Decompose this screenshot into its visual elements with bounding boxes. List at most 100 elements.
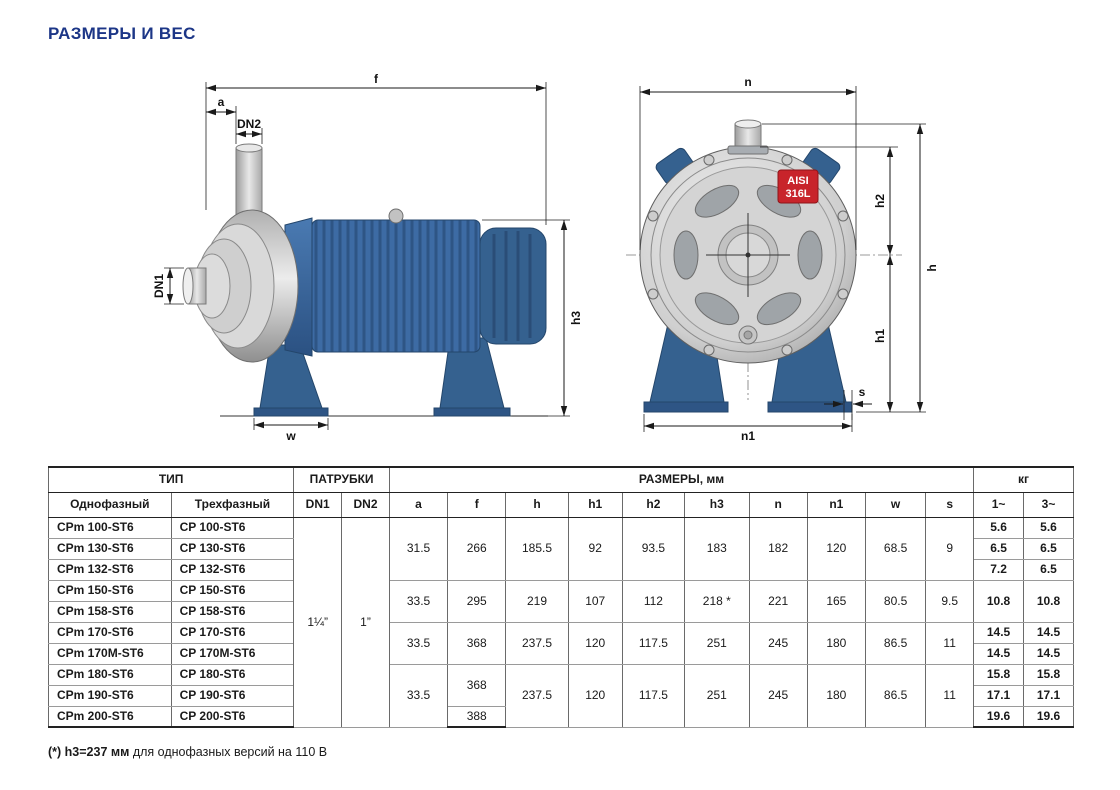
- header-n1: n1: [806, 491, 866, 518]
- dim-label-h3: h3: [569, 311, 580, 325]
- cell-dim-h2: 93.5: [621, 516, 686, 581]
- cell-dim-h3: 218 *: [684, 579, 750, 623]
- cell-kg1: 10.8: [973, 579, 1024, 623]
- header-n: n: [748, 491, 808, 518]
- drain-plug: [738, 325, 758, 345]
- hub: [706, 213, 790, 297]
- header-weight-group: кг: [973, 466, 1074, 493]
- cell-model-single: CPm 200-ST6: [48, 705, 172, 728]
- header-dn1: DN1: [293, 491, 343, 518]
- pump-head: [182, 209, 299, 363]
- cell-kg1: 14.5: [973, 642, 1024, 665]
- dimension-n1: n1: [643, 414, 853, 442]
- aisi-badge-line1: AISI: [787, 175, 808, 187]
- cell-dim-n: 245: [748, 621, 808, 665]
- cell-model-three: CP 130-ST6: [170, 537, 295, 560]
- cell-dim-h1: 120: [567, 621, 623, 665]
- dimension-w: w: [253, 418, 329, 442]
- cell-dim-w: 80.5: [864, 579, 927, 623]
- table-row: CPm 132-ST6 CP 132-ST6 7.2 6.5: [48, 558, 1075, 581]
- motor-body: [311, 208, 547, 353]
- table-row: CPm 130-ST6 CP 130-ST6 6.5 6.5: [48, 537, 1075, 560]
- cell-kg1: 17.1: [973, 684, 1024, 707]
- dimensions-table: ТИП ПАТРУБКИ РАЗМЕРЫ, мм кг Однофазный Т…: [47, 466, 1075, 728]
- cell-dim-h1: 107: [567, 579, 623, 623]
- cell-dim-f: 295: [447, 579, 507, 623]
- cell-dim-h: 237.5: [505, 663, 569, 728]
- cell-dim-h2: 117.5: [621, 663, 686, 728]
- bracket-tabs: [655, 147, 841, 185]
- cell-dim-s: 9: [925, 516, 975, 581]
- cell-model-three: CP 132-ST6: [170, 558, 295, 581]
- footnote: (*) h3=237 мм для однофазных версий на 1…: [48, 745, 327, 759]
- table-row: CPm 150-ST6 CP 150-ST6 33.5 295 219 107 …: [48, 579, 1075, 623]
- cell-dim-n: 182: [748, 516, 808, 581]
- cell-model-three: CP 190-ST6: [170, 684, 295, 707]
- dim-label-h1: h1: [873, 329, 887, 343]
- cell-model-three: CP 100-ST6: [170, 516, 295, 539]
- cell-model-three: CP 170-ST6: [170, 621, 295, 644]
- cell-dim-w: 86.5: [864, 663, 927, 728]
- cell-model-single: CPm 100-ST6: [48, 516, 172, 539]
- cell-dim-h3: 251: [684, 663, 750, 728]
- cell-kg1: 5.6: [973, 516, 1024, 539]
- cell-model-single: CPm 170M-ST6: [48, 642, 172, 665]
- header-h2: h2: [621, 491, 686, 518]
- cell-model-three: CP 158-ST6: [170, 600, 295, 623]
- pump-side-view-drawing: f a DN2 DN1 h3: [152, 72, 580, 442]
- dim-label-dn2: DN2: [237, 117, 261, 131]
- dimension-h1: h1: [873, 255, 894, 412]
- header-ports-group: ПАТРУБКИ: [293, 466, 390, 493]
- cell-model-single: CPm 190-ST6: [48, 684, 172, 707]
- cell-model-three: CP 150-ST6: [170, 579, 295, 602]
- dim-label-f: f: [374, 72, 379, 86]
- cell-kg1: 6.5: [973, 537, 1024, 560]
- cell-dim-n1: 120: [806, 516, 866, 581]
- header-kg3: 3~: [1022, 491, 1075, 518]
- cell-kg1: 15.8: [973, 663, 1024, 686]
- cell-dim-h2: 117.5: [621, 621, 686, 665]
- page-title: РАЗМЕРЫ И ВЕС: [48, 24, 196, 43]
- cell-dn1: 1¼”: [293, 516, 343, 728]
- cell-dim-n: 245: [748, 663, 808, 728]
- dim-label-dn1: DN1: [152, 274, 166, 298]
- bolts: [647, 154, 849, 356]
- footnote-bold: (*) h3=237 мм: [48, 745, 130, 759]
- cell-dim-a: 33.5: [388, 663, 449, 728]
- cell-dim-n1: 180: [806, 663, 866, 728]
- cell-dim-h3: 251: [684, 621, 750, 665]
- cell-kg3: 6.5: [1022, 558, 1075, 581]
- dimension-dn1: DN1: [152, 267, 184, 305]
- header-dims-group: РАЗМЕРЫ, мм: [388, 466, 975, 493]
- dim-label-h2: h2: [873, 194, 887, 208]
- cell-dim-w: 86.5: [864, 621, 927, 665]
- dimension-dn2: DN2: [236, 117, 263, 144]
- cell-dim-h3: 183: [684, 516, 750, 581]
- cell-model-single: CPm 170-ST6: [48, 621, 172, 644]
- cell-kg3: 5.6: [1022, 516, 1075, 539]
- table-row: CPm 100-ST6 CP 100-ST6 1¼” 1” 31.5 266 1…: [48, 516, 1075, 728]
- pump-feet: [253, 337, 511, 417]
- cell-kg1: 7.2: [973, 558, 1024, 581]
- cell-dim-a: 33.5: [388, 621, 449, 665]
- cell-dim-h: 219: [505, 579, 569, 623]
- dim-label-n: n: [744, 75, 751, 89]
- cell-dim-h1: 92: [567, 516, 623, 581]
- cell-dn2: 1”: [341, 516, 390, 728]
- dim-label-s: s: [859, 385, 866, 399]
- dim-label-a: a: [218, 95, 225, 109]
- cell-kg3: 15.8: [1022, 663, 1075, 686]
- header-kg1: 1~: [973, 491, 1024, 518]
- dimension-h2: h2: [760, 146, 898, 255]
- pump-front-view-drawing: AISI 316L n h2 h1 h: [626, 75, 938, 442]
- cell-kg1: 19.6: [973, 705, 1024, 728]
- dimension-f: f: [205, 72, 547, 225]
- dim-label-h: h: [925, 264, 938, 271]
- cell-kg3: 10.8: [1022, 579, 1075, 623]
- header-single-phase: Однофазный: [48, 491, 172, 518]
- header-h: h: [505, 491, 569, 518]
- cell-kg1: 14.5: [973, 621, 1024, 644]
- port-collar: [727, 145, 769, 155]
- cell-dim-a: 31.5: [388, 516, 449, 581]
